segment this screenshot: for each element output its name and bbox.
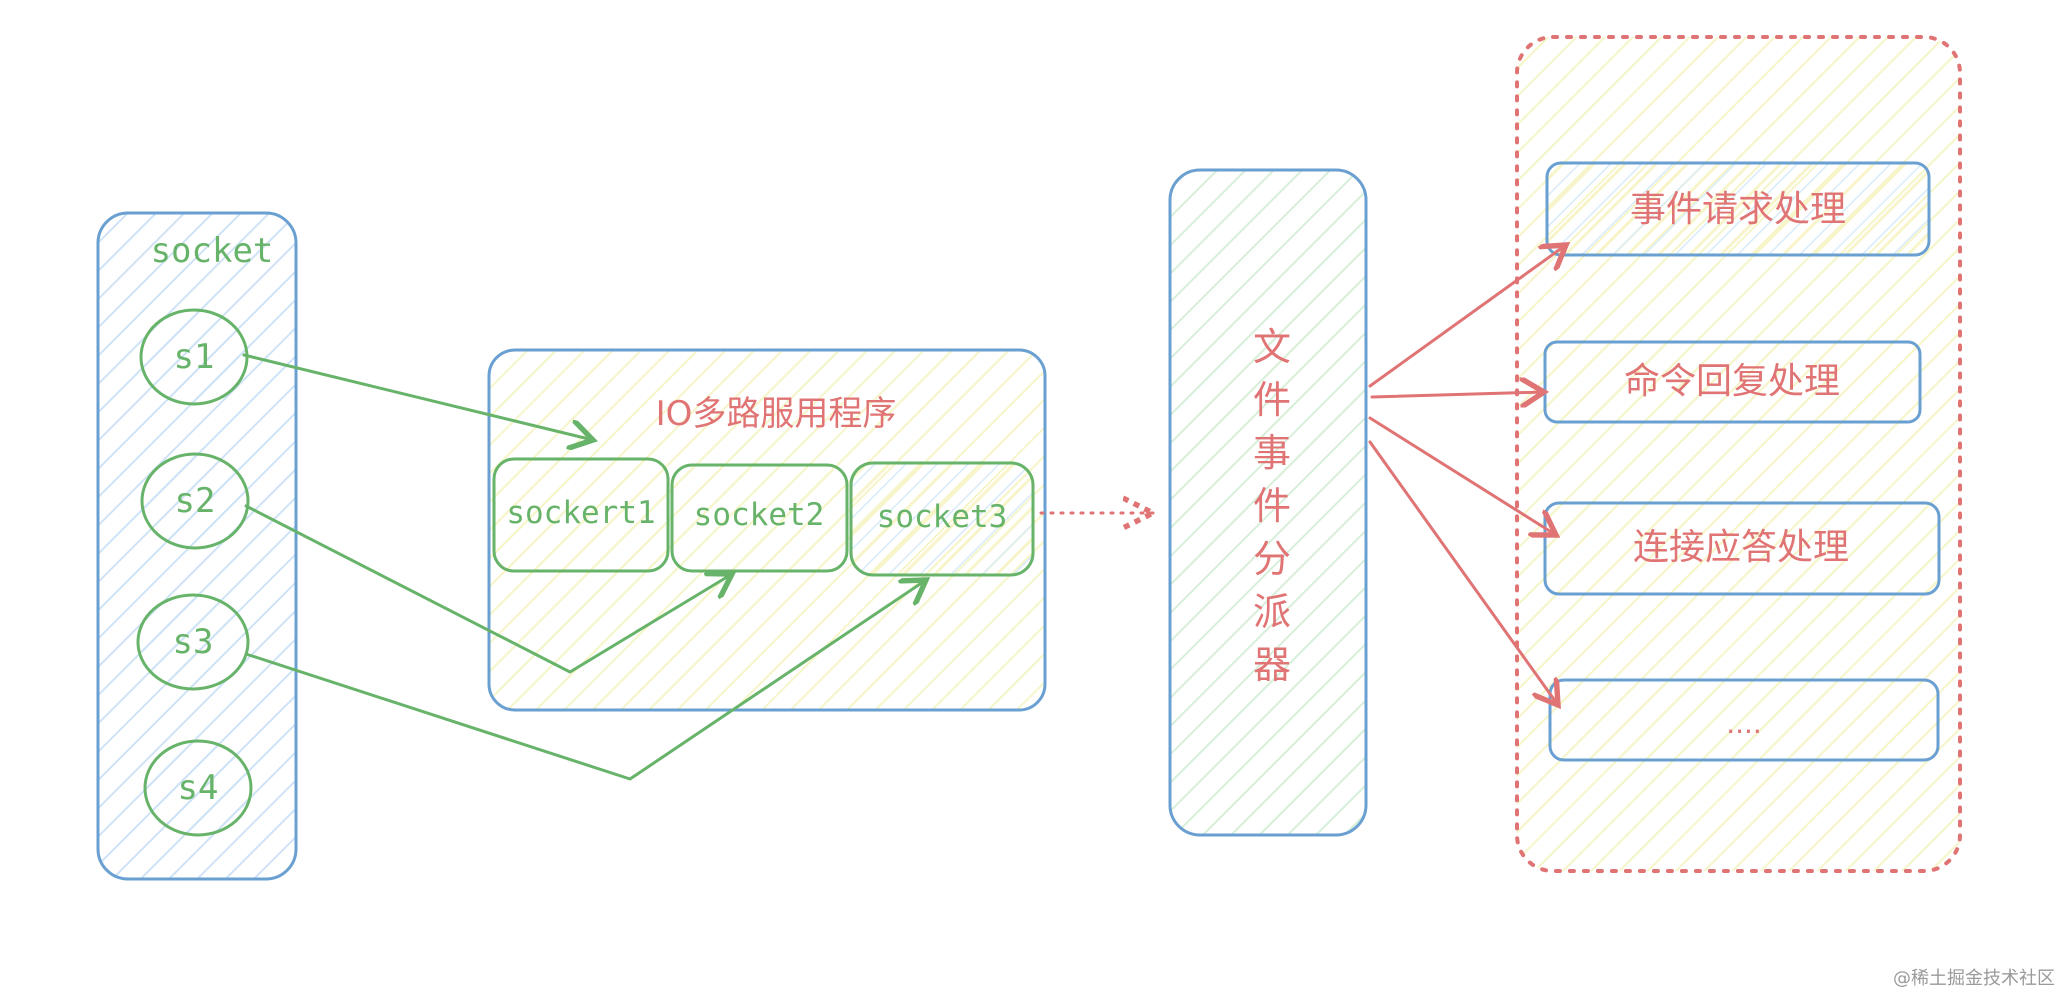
handler-label-1: 事件请求处理: [1630, 189, 1846, 230]
handler-box-1: [1545, 161, 1931, 257]
watermark-text: @稀土掘金技术社区: [1893, 968, 2055, 989]
handler-label-2: 命令回复处理: [1624, 361, 1840, 402]
multiplexer-title: IO多路服用程序: [656, 394, 897, 434]
dispatcher-char-7: 器: [1253, 643, 1291, 687]
socket-node-s2-label: s2: [175, 481, 216, 521]
multiplexer-slot-3-label: socket3: [877, 499, 1008, 535]
handler-box-4: [1548, 678, 1940, 762]
handler-label-4: ....: [1726, 707, 1762, 740]
socket-node-s1-label: s1: [174, 337, 215, 377]
socket-connections: [242, 353, 926, 781]
handler-box-3: [1543, 501, 1941, 596]
dispatcher-char-1: 文: [1253, 325, 1291, 369]
socket-node-s2: [140, 452, 250, 550]
multiplexer-slot-3: [849, 461, 1035, 577]
socket-group-title: socket: [151, 231, 274, 271]
socket-group: socket s1 s2 s3 s4: [96, 211, 298, 881]
dispatcher-group: 文 件 事 件 分 派 器: [1168, 168, 1368, 837]
socket-node-s3-label: s3: [173, 622, 214, 662]
dispatcher-connections: [1368, 245, 1566, 705]
connection-to-handler-3: [1368, 416, 1556, 535]
dispatcher-char-5: 分: [1253, 537, 1291, 581]
socket-node-s4: [143, 739, 253, 837]
socket-node-s4-label: s4: [178, 768, 219, 808]
handlers-group: 事件请求处理 命令回复处理 连接应答处理 ....: [1515, 35, 1962, 873]
dispatcher-char-6: 派: [1253, 590, 1291, 634]
handler-label-3: 连接应答处理: [1633, 527, 1849, 568]
dispatcher-char-3: 事: [1253, 431, 1291, 475]
socket-node-s3: [136, 593, 250, 691]
connection-s2-to-slot2: [244, 504, 732, 674]
multiplexer-slot-1: [492, 457, 670, 573]
connection-to-handler-2: [1370, 392, 1544, 397]
connection-s3-to-slot3: [244, 580, 926, 781]
multiplexer-slot-2-label: socket2: [694, 497, 825, 533]
multiplexer-slot-1-label: sockert1: [506, 495, 655, 531]
connection-to-handler-4: [1368, 440, 1558, 705]
dispatcher-char-2: 件: [1253, 378, 1291, 422]
connection-to-handler-1: [1368, 245, 1566, 388]
connection-s1-to-slot1: [242, 353, 593, 440]
multiplexer-slot-2: [670, 463, 849, 573]
multiplexer-group: IO多路服用程序 sockert1 socket2 socket3: [487, 348, 1047, 712]
dispatcher-char-4: 件: [1253, 484, 1291, 528]
